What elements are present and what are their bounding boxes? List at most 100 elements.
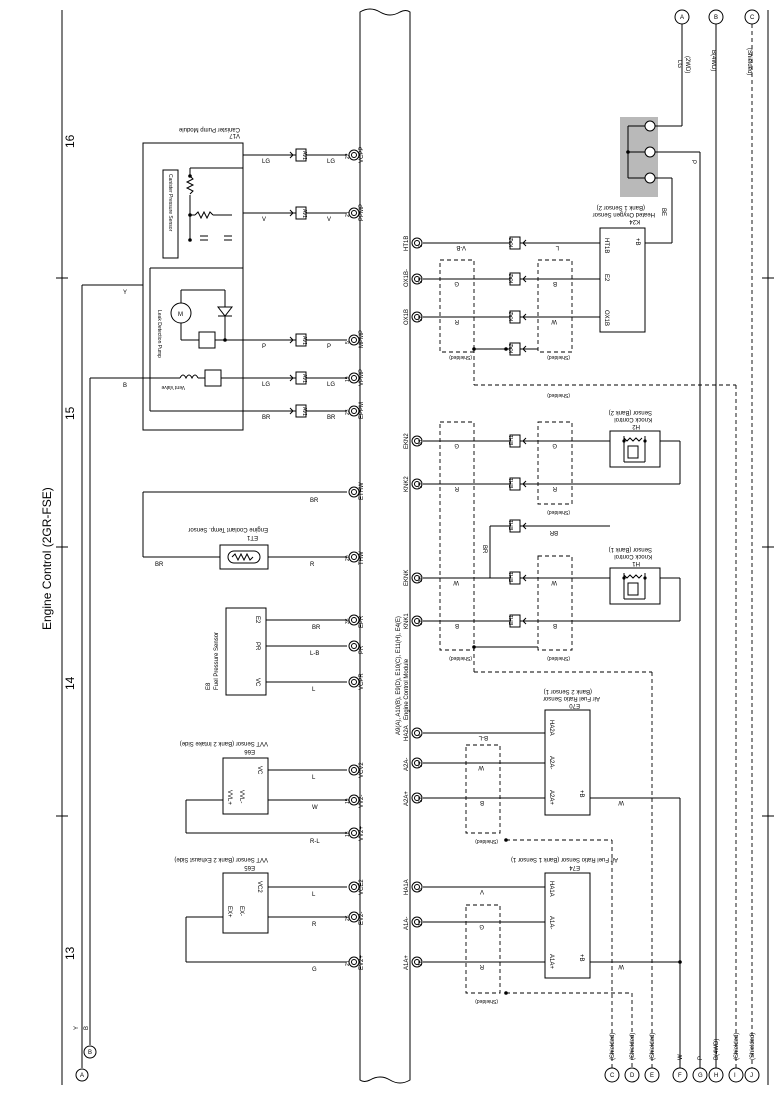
- eh1-label: EH1: [509, 478, 515, 488]
- ecm-pin-number: 27: [418, 761, 424, 767]
- wire-w-e74-plusb: W: [618, 963, 624, 969]
- bottom-connector-id: F: [678, 1073, 682, 1079]
- ecm-pin-inner: [414, 618, 420, 624]
- et1-name: Engine Coolant Temp. Sensor: [188, 526, 268, 532]
- ecm-pin-inner: [351, 914, 357, 920]
- leak-detection-pump-label: Leak Detection Pump: [156, 310, 162, 358]
- av1-label: AV1: [301, 407, 307, 416]
- ecm-pin-number: 20: [345, 555, 351, 561]
- e74-name: Air Fuel Ratio Sensor (Bank 1 Sensor 1): [511, 856, 618, 862]
- ecm-pin-number: 23: [345, 409, 351, 415]
- left-connector-b-id: B: [88, 1050, 92, 1056]
- connector-arrow: [522, 617, 527, 625]
- e74-code: E74: [569, 864, 580, 870]
- bottom-connector-label: (Shielded): [650, 1033, 656, 1060]
- k24-name: Heated Oxygen Sensor: [593, 211, 655, 217]
- ecm-pin-inner: [351, 408, 357, 414]
- ecm-pin-inner: [351, 152, 357, 158]
- ecm-pin-number: 28: [418, 796, 424, 802]
- h2-name: Knock Control: [614, 416, 652, 422]
- section-number-15: 15: [63, 406, 77, 420]
- e66-p3: VVL+: [226, 790, 232, 805]
- wire-vb-ht1b: V-B: [456, 244, 466, 250]
- ecm-pin-number: 26: [345, 915, 351, 921]
- ecm-pin-inner: [414, 730, 420, 736]
- ecm-connector-list: A9(A), A10(B), E9(D), E10(C), E11(H), E4…: [396, 616, 402, 735]
- wire-l-vcv2: L: [312, 775, 316, 781]
- top-connector-a-id: A: [680, 15, 684, 21]
- wire-v-2: V: [327, 217, 331, 223]
- ecm-pin-inner: [351, 959, 357, 965]
- av1-connector: [295, 404, 307, 418]
- e66-p2: VVL-: [238, 790, 244, 803]
- av1-connector: [295, 206, 307, 220]
- e74-p4: +B: [578, 954, 584, 962]
- wire-w-a2a-minus: W: [478, 764, 484, 770]
- et1-code: ET1: [246, 534, 258, 540]
- wire-be: BE: [660, 208, 666, 216]
- av1-connector: [295, 371, 307, 385]
- ecm-left-pins: VCPP22PPMP21MPMP5VPMP19EPPM23ETHWTHW20EP…: [345, 147, 365, 970]
- e70-p1: HA2A: [548, 720, 554, 736]
- av1-label: AV1: [301, 209, 307, 218]
- wire-r-ev2: R: [312, 922, 317, 928]
- engine-control-module: A9(A), A10(B), E9(D), E10(C), E11(H), E4…: [359, 8, 411, 1084]
- ecm-pin-inner: [414, 760, 420, 766]
- wire-y-left: Y: [123, 290, 127, 296]
- wire-w-ox1b: W: [551, 318, 557, 324]
- v17-code: V17: [229, 132, 240, 138]
- wire-br-epr: BR: [312, 625, 321, 631]
- left-connector-a-id: A: [80, 1073, 84, 1079]
- h2-sub: Sensor (Bank 2): [609, 409, 652, 415]
- wire-br-1: BR: [262, 415, 271, 421]
- connector-arrow: [522, 275, 527, 283]
- bottom-connector-j: [744, 1067, 760, 1083]
- vvt-sensor-exhaust: VC2 EX- EX+ E65 VVT Sensor (Bank 2 Exhau…: [174, 856, 347, 973]
- wire-r-knk2: R: [454, 485, 459, 491]
- connector-arrow: [522, 239, 527, 247]
- ecm-pin-number: 21: [345, 211, 351, 217]
- connector-arrow: [522, 480, 527, 488]
- shielded-label-8: (Shielded): [475, 998, 498, 1004]
- eh1-label: EH1: [509, 520, 515, 530]
- wire-w-eknkb: W: [551, 579, 557, 585]
- shielded-label-5: (Shielded): [547, 655, 570, 661]
- shielded-label-7: (Shielded): [475, 838, 498, 844]
- ecm-pin-inner: [414, 919, 420, 925]
- k24-p4: +B: [634, 238, 640, 246]
- ecm-pin-label: VV2+: [359, 826, 365, 841]
- connector-arrow: [289, 151, 294, 159]
- bottom-connector-i: [728, 1067, 744, 1083]
- bottom-connector-label: W: [678, 1054, 684, 1060]
- left-bus-wires: Y B Y B: [74, 284, 180, 1068]
- ecm-pin-number: 29: [418, 277, 424, 283]
- top-connector-b: [708, 9, 724, 25]
- wire-g-a1a-minus: G: [479, 923, 484, 929]
- section-number-14: 14: [63, 676, 77, 690]
- top-connector-a: [674, 9, 690, 25]
- ecm-title: Engine Control Module: [404, 658, 410, 720]
- ecm-pin-label: EV2+: [359, 955, 365, 970]
- top-connector-c-color: (Shielded): [746, 48, 752, 75]
- eh1-connector: [509, 571, 521, 585]
- wire-w-vv2: W: [312, 805, 318, 811]
- ecm-pin-number: 5: [345, 341, 351, 344]
- e74-p2: A1A-: [548, 916, 554, 929]
- wire-g-ekn2b: G: [552, 442, 557, 448]
- wire-r-knk2b: R: [552, 485, 557, 491]
- v17-wiring: [242, 154, 347, 412]
- ecm-pin-label: EKNK: [404, 570, 410, 586]
- ka2-connector: [509, 272, 521, 286]
- ecm-pin-label: VCPP: [359, 147, 365, 163]
- wire-lb-pr: L-B: [310, 651, 319, 657]
- eh1-label: EH1: [509, 615, 515, 625]
- ka2-label: KA2: [509, 237, 515, 247]
- shielded-label-4: (Shielded): [547, 509, 570, 515]
- ecm-pin-number: 36: [345, 618, 351, 624]
- o2-wiring: (Shielded) (Shielded) (Shielded) V-B L G…: [423, 242, 737, 1068]
- bottom-connector-id: D: [630, 1073, 635, 1079]
- wire-br-et1: BR: [155, 562, 164, 568]
- v17-name: Canister Pump Module: [178, 126, 240, 132]
